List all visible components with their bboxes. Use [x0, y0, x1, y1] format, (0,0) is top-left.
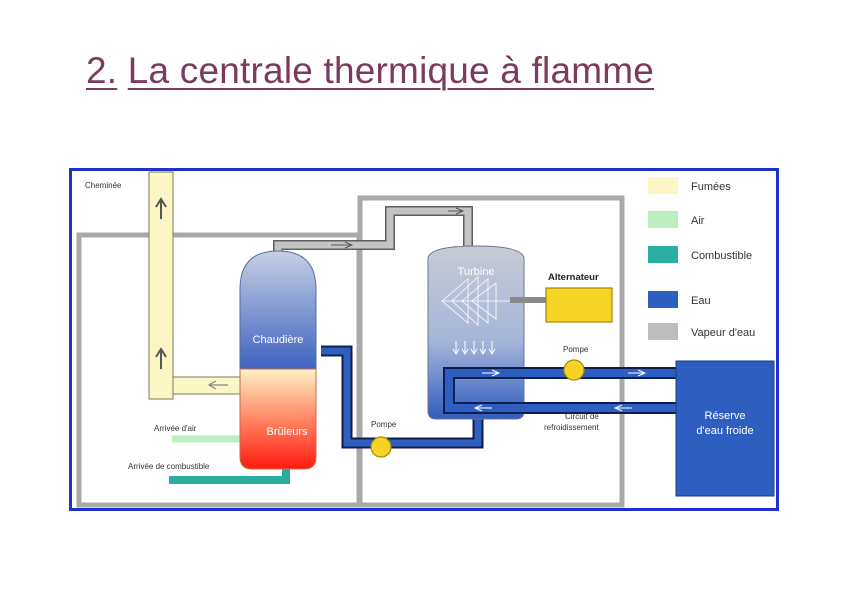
turbine-blades-icon: [441, 276, 512, 326]
reserve-label-line2: d'eau froide: [696, 425, 753, 437]
smoke-arrow-top-icon: [155, 197, 167, 219]
legend-swatch-fumees: [648, 177, 678, 194]
burners: [239, 368, 317, 470]
legend-label-combustible: Combustible: [691, 250, 752, 262]
power-plant-diagram: Cheminée Arrivée d'air Arrivée de combus…: [69, 168, 779, 511]
smoke-arrow-bottom-icon: [155, 347, 167, 369]
feed-pump-label: Pompe: [371, 420, 397, 429]
cold-water-reserve: [675, 360, 775, 497]
legend-swatch-vapeur: [648, 323, 678, 340]
diagram-svg: Cheminée Arrivée d'air Arrivée de combus…: [76, 171, 775, 508]
condensation-arrows-icon: [452, 341, 496, 355]
flue-arrow-icon: [207, 380, 228, 390]
title-number: 2.: [86, 50, 118, 91]
cooling-arrow-1-icon: [482, 369, 501, 377]
air-inlet-label: Arrivée d'air: [154, 424, 197, 433]
alternator: [545, 287, 613, 323]
boiler-label: Chaudière: [253, 334, 304, 346]
cooling-circuit: [445, 369, 676, 412]
cooling-arrow-2-icon: [628, 369, 647, 377]
burners-label: Brûleurs: [267, 426, 308, 438]
steam-arrow-1-icon: [331, 241, 354, 249]
turbine-shaft: [510, 297, 546, 303]
cooling-arrow-4-icon: [613, 404, 632, 412]
title-text: La centrale thermique à flamme: [127, 50, 655, 91]
cooling-circuit-label-line2: refroidissement: [544, 423, 599, 432]
water-return-pipe: [321, 347, 482, 447]
feed-pump: [370, 436, 392, 458]
steam-arrow-2-icon: [448, 207, 465, 215]
legend-swatch-air: [648, 211, 678, 228]
chimney-label: Cheminée: [85, 181, 122, 190]
cooling-arrow-3-icon: [473, 404, 492, 412]
legend-swatch-eau: [648, 291, 678, 308]
legend-label-fumees: Fumées: [691, 181, 731, 193]
cooling-circuit-label-line1: Circuit de: [565, 412, 599, 421]
reserve-label-line1: Réserve: [705, 410, 746, 422]
legend: Fumées Air Combustible Eau Vapeur d'eau: [648, 177, 755, 340]
page-title: 2. La centrale thermique à flamme: [86, 50, 654, 92]
alternator-label: Alternateur: [548, 272, 599, 283]
fuel-inlet-label: Arrivée de combustible: [128, 462, 210, 471]
left-building-frame: [76, 232, 362, 508]
flue-duct: [172, 376, 243, 395]
cooling-pump-label: Pompe: [563, 345, 589, 354]
right-building-frame: [357, 195, 625, 508]
legend-swatch-combustible: [648, 246, 678, 263]
legend-label-eau: Eau: [691, 295, 711, 307]
legend-label-air: Air: [691, 215, 705, 227]
boiler: [239, 250, 317, 370]
turbine-label: Turbine: [458, 266, 495, 278]
cooling-pump: [563, 359, 585, 381]
legend-label-vapeur: Vapeur d'eau: [691, 327, 755, 339]
steam-pipe: [274, 207, 472, 255]
